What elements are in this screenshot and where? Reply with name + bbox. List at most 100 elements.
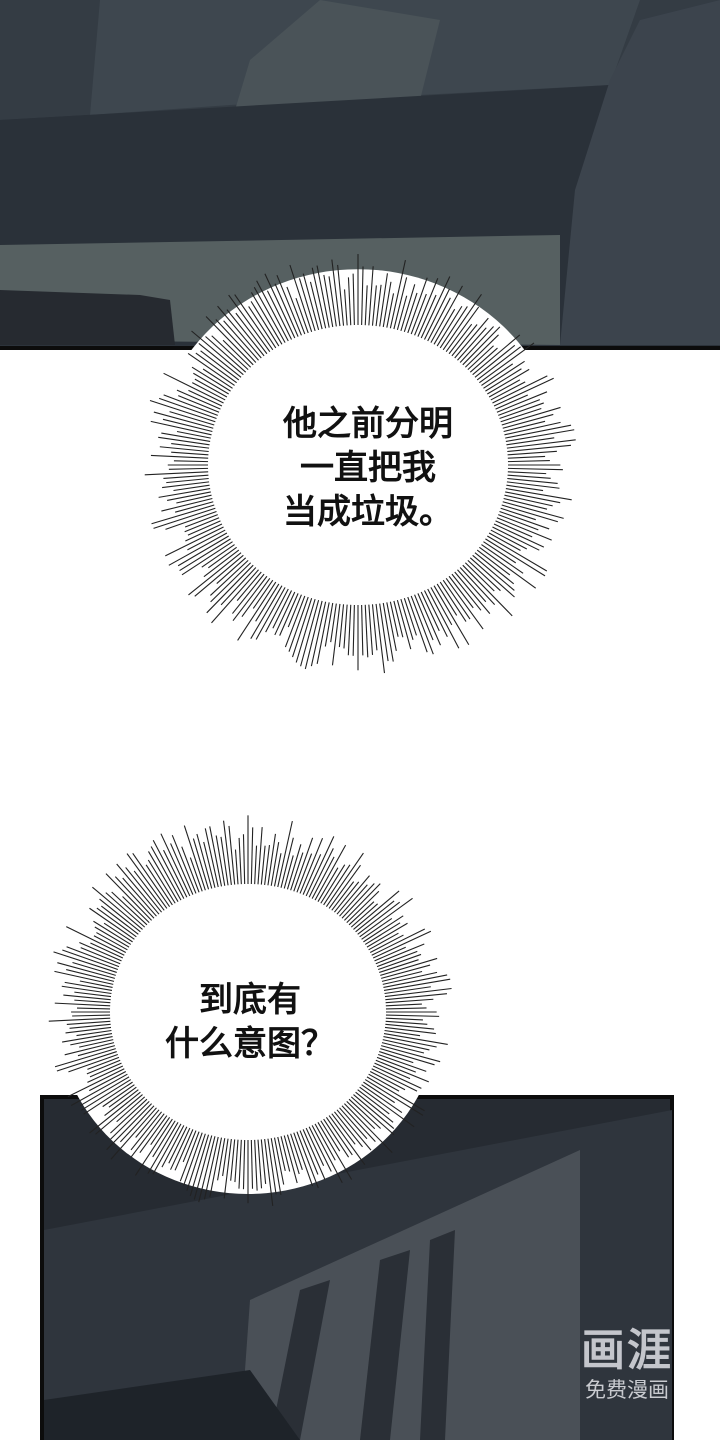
burst-spike [209, 826, 223, 887]
burst-spike [467, 345, 494, 371]
burst-spike [366, 922, 408, 948]
burst-spike [248, 306, 277, 349]
burst-spike [171, 442, 210, 449]
burst-spike [483, 541, 517, 564]
burst-spike [361, 266, 364, 326]
burst-spike [499, 402, 544, 420]
burst-spike [423, 288, 450, 340]
burst-spike [353, 1094, 395, 1130]
burst-spike [436, 583, 458, 616]
burst-spike [505, 429, 575, 442]
burst-spike [208, 546, 237, 569]
burst-spike [400, 284, 416, 332]
burst-spike [317, 1122, 353, 1180]
burst-spike [87, 1056, 120, 1070]
burst-spike [280, 837, 294, 888]
burst-spike [110, 1098, 148, 1134]
burst-spike [150, 1117, 171, 1146]
burst-spike [147, 859, 176, 904]
burst-spike [83, 1081, 133, 1115]
burst-spike [283, 855, 294, 889]
burst-spike [188, 552, 242, 596]
burst-spike [126, 853, 168, 909]
burst-spike [277, 820, 293, 888]
burst-spike [116, 1096, 146, 1123]
burst-spike [498, 399, 541, 416]
burst-spike [66, 946, 120, 968]
burst-spike [430, 285, 463, 343]
burst-spike [469, 347, 498, 373]
burst-spike [368, 932, 399, 951]
burst-spike [410, 595, 434, 655]
burst-spike [325, 1117, 353, 1156]
burst-spike [68, 1053, 119, 1073]
burst-spike [194, 554, 244, 597]
burst-spike [341, 883, 375, 919]
burst-spike [479, 546, 537, 589]
burst-spike [366, 1076, 425, 1112]
burst-spike [368, 266, 374, 326]
burst-spike [234, 1139, 239, 1183]
burst-spike [498, 514, 539, 531]
burst-spike [167, 491, 211, 501]
burst-spike [57, 962, 115, 979]
burst-spike [102, 1084, 135, 1108]
burst-spike [374, 1062, 411, 1080]
burst-spike [336, 1109, 372, 1151]
burst-spike [427, 297, 451, 342]
burst-spike [374, 946, 406, 962]
burst-spike [99, 898, 141, 933]
burst-spike [410, 293, 427, 335]
burst-spike [205, 316, 254, 366]
burst-spike [89, 907, 135, 940]
burst-spike [79, 980, 113, 988]
burst-spike [134, 1118, 173, 1176]
burst-spike [375, 284, 382, 327]
burst-spike [80, 947, 121, 965]
burst-spike [496, 517, 552, 541]
burst-spike [62, 949, 119, 971]
burst-spike [423, 590, 448, 638]
burst-spike [372, 930, 432, 959]
burst-spike [376, 950, 418, 968]
burst-spike [507, 471, 547, 475]
burst-spike [205, 336, 247, 373]
burst-spike [66, 926, 125, 956]
burst-spike [173, 484, 210, 492]
watermark: 画涯 免费漫画 [562, 1325, 692, 1403]
burst-spike [161, 497, 213, 512]
burst-spike [56, 1051, 117, 1072]
burst-spike [222, 1138, 229, 1177]
burst-spike [163, 394, 218, 416]
burst-spike [79, 1076, 130, 1107]
burst-spike [267, 833, 276, 886]
burst-spike [371, 285, 377, 326]
burst-spike [464, 334, 499, 368]
burst-spike [89, 1062, 122, 1078]
burst-spike [220, 836, 229, 886]
burst-spike [492, 526, 540, 551]
burst-spike [139, 1115, 168, 1154]
burst-spike [273, 1137, 285, 1185]
burst-spike [228, 825, 236, 885]
burst-spike [381, 970, 423, 982]
burst-spike [462, 326, 501, 366]
burst-spike [264, 844, 271, 885]
burst-spike [304, 600, 323, 670]
burst-spike [357, 1089, 390, 1115]
burst-spike [289, 264, 313, 333]
burst-spike [252, 579, 274, 609]
burst-spike [171, 451, 209, 456]
burst-spike [150, 454, 209, 459]
burst-spike [384, 987, 452, 998]
burst-spike [74, 999, 111, 1004]
burst-spike [176, 494, 212, 504]
burst-spike [184, 517, 220, 533]
burst-spike [106, 1103, 152, 1151]
burst-spike [407, 277, 428, 334]
burst-spike [165, 526, 224, 557]
thought-burst-1 [144, 254, 576, 674]
burst-spike [488, 379, 521, 398]
burst-spike [493, 377, 554, 407]
